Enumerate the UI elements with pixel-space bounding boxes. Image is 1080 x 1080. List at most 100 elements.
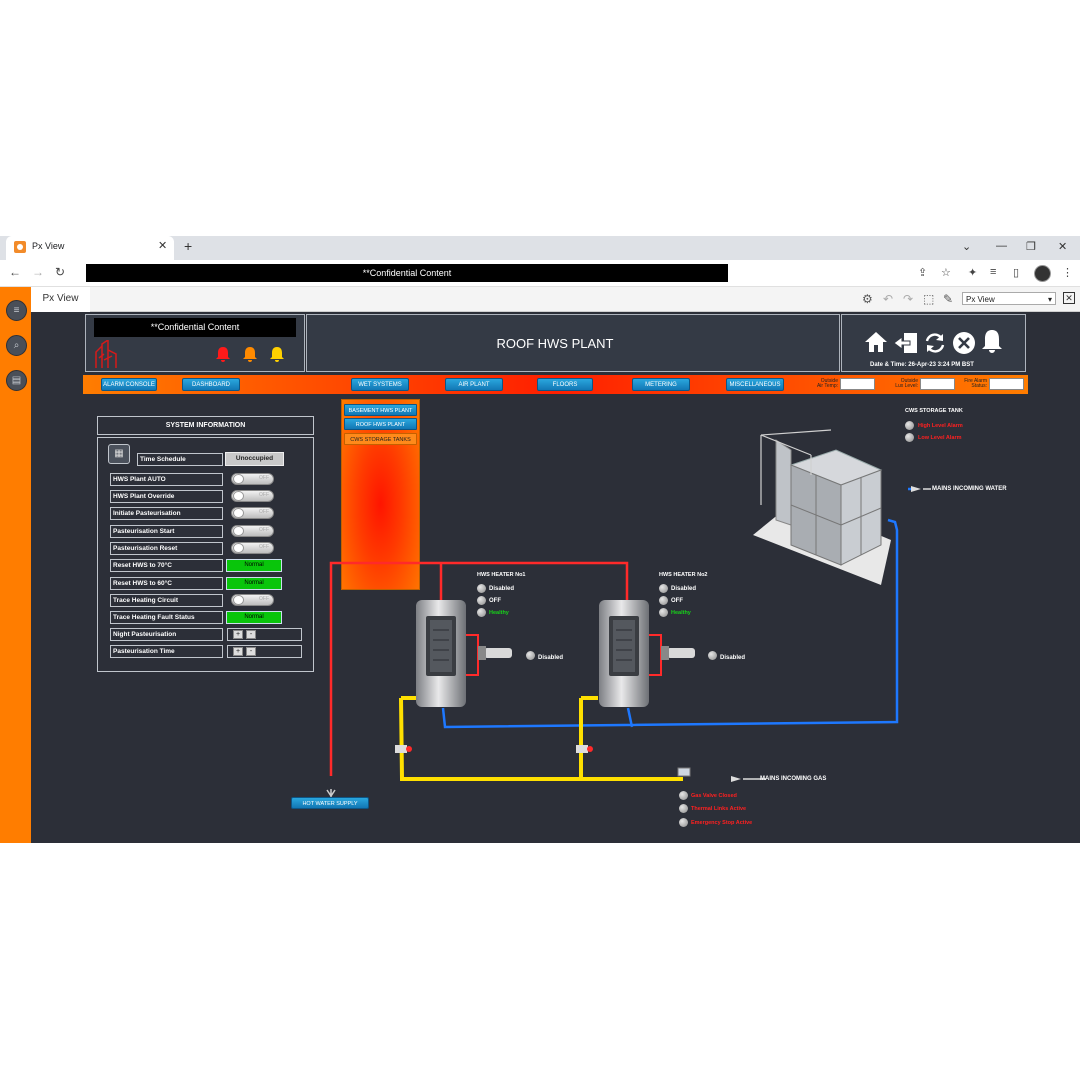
minimize-icon[interactable]: —	[996, 240, 1007, 252]
heater-2-off-led	[659, 596, 668, 605]
forward-icon[interactable]: →	[32, 265, 44, 279]
pasteurisation-time-stepper[interactable]: + -	[227, 645, 302, 658]
view-select[interactable]: Px View	[962, 292, 1056, 306]
system-information-header: SYSTEM INFORMATION	[97, 416, 314, 435]
browser-tab[interactable]: Px View ✕	[6, 236, 174, 260]
low-level-led	[905, 433, 914, 442]
row-label: Trace Heating Circuit	[110, 594, 223, 607]
calendar-icon[interactable]: ▦	[108, 444, 130, 464]
toggle-state: OFF	[259, 509, 269, 515]
notification-bell-icon[interactable]	[980, 329, 1004, 355]
increment-button[interactable]: +	[233, 630, 243, 639]
gear-icon[interactable]: ⚙	[862, 292, 873, 306]
row-label: Reset HWS to 60°C	[110, 577, 223, 590]
info-alarm-bell-icon[interactable]	[269, 346, 285, 362]
extensions-icon[interactable]: ✦	[968, 267, 978, 279]
address-bar[interactable]: **Confidential Content	[86, 264, 728, 282]
critical-alarm-bell-icon[interactable]	[215, 346, 231, 362]
decrement-button[interactable]: -	[246, 630, 256, 639]
nav-dashboard-button[interactable]: DASHBOARD	[182, 378, 240, 391]
heater-2-title: HWS HEATER No2	[659, 572, 708, 578]
high-level-led	[905, 421, 914, 430]
close-view-icon[interactable]: ✕	[1063, 292, 1075, 304]
share-icon[interactable]: ⇪	[918, 267, 928, 279]
increment-button[interactable]: +	[233, 647, 243, 656]
close-tab-icon[interactable]: ✕	[158, 240, 168, 252]
home-icon[interactable]	[864, 331, 888, 353]
browser-tab-title: Px View	[32, 241, 65, 251]
pasteurisation-reset-toggle[interactable]: OFF	[231, 542, 274, 554]
mains-gas-label: MAINS INCOMING GAS	[760, 776, 827, 782]
edit-page-icon[interactable]: ✎	[943, 292, 954, 306]
night-pasteurisation-stepper[interactable]: + -	[227, 628, 302, 641]
undo-icon[interactable]: ↶	[883, 292, 894, 306]
nav-floors-button[interactable]: FLOORS	[537, 378, 593, 391]
menu-item-roof-hws-plant[interactable]: ROOF HWS PLANT	[344, 418, 417, 430]
gas-pipe	[399, 696, 683, 781]
pump-2-led	[708, 651, 717, 660]
menu-item-cws-storage-tanks[interactable]: CWS STORAGE TANKS	[344, 433, 417, 445]
heater-2-state: Healthy	[671, 610, 691, 616]
profile-avatar[interactable]	[1034, 265, 1051, 282]
pasteurisation-start-toggle[interactable]: OFF	[231, 525, 274, 537]
trace-heating-circuit-toggle[interactable]: OFF	[231, 594, 274, 606]
heater-2-state: Disabled	[671, 586, 697, 592]
nav-air-plant-button[interactable]: AIR PLANT	[445, 378, 503, 391]
tab-search-chevron-icon[interactable]: ⌄	[962, 241, 972, 253]
browser-menu-icon[interactable]: ⋮	[1062, 267, 1073, 279]
emergency-stop-led	[679, 818, 688, 827]
reload-icon[interactable]: ↻	[55, 265, 66, 279]
redo-icon[interactable]: ↷	[903, 292, 914, 306]
heater-1-state: Disabled	[489, 586, 515, 592]
logout-icon[interactable]	[893, 332, 919, 354]
fire-alarm-value	[989, 378, 1024, 390]
close-circle-icon[interactable]	[952, 331, 976, 355]
nav-metering-button[interactable]: METERING	[632, 378, 690, 391]
hws-plant-auto-toggle[interactable]: OFF	[231, 473, 274, 485]
history-icon[interactable]: ▤	[6, 370, 27, 391]
nav-alarm-console-button[interactable]: ALARM CONSOLE	[101, 378, 157, 391]
warning-alarm-bell-icon[interactable]	[242, 346, 258, 362]
status-badge: Normal	[226, 611, 282, 624]
pump-2-state: Disabled	[720, 655, 746, 661]
back-icon[interactable]: ←	[9, 265, 21, 279]
gas-alarm-label: Emergency Stop Active	[691, 820, 753, 826]
select-area-icon[interactable]: ⬚	[923, 292, 935, 306]
side-panel-icon[interactable]: ▯	[1013, 267, 1020, 279]
row-label: Pasteurisation Reset	[110, 542, 223, 555]
row-label: HWS Plant AUTO	[110, 473, 223, 486]
status-badge: Normal	[226, 577, 282, 590]
bookmark-star-icon[interactable]: ☆	[941, 267, 951, 279]
media-queue-icon[interactable]: ≡	[990, 266, 997, 278]
thermal-links-led	[679, 804, 688, 813]
app-toolbar	[90, 287, 1080, 312]
app-tab[interactable]: Px View	[31, 287, 91, 311]
toggle-state: OFF	[259, 527, 269, 533]
gas-meter	[677, 767, 691, 777]
nav-miscellaneous-button[interactable]: MISCELLANEOUS	[726, 378, 784, 391]
initiate-pasteurisation-toggle[interactable]: OFF	[231, 507, 274, 519]
menu-icon[interactable]: ≡	[6, 300, 27, 321]
menu-item-basement-hws-plant[interactable]: BASEMENT HWS PLANT	[344, 404, 417, 416]
row-label: Trace Heating Fault Status	[110, 611, 223, 624]
maximize-icon[interactable]: ❐	[1026, 241, 1036, 253]
gas-valve-2	[576, 745, 593, 753]
heater-2-state: OFF	[671, 598, 683, 604]
gas-valve-1	[395, 745, 412, 753]
search-icon[interactable]: ⌕	[6, 335, 27, 356]
heater-1-off-led	[477, 596, 486, 605]
page-title: ROOF HWS PLANT	[496, 336, 614, 351]
hot-water-supply-button[interactable]: HOT WATER SUPPLY	[291, 797, 369, 809]
decrement-button[interactable]: -	[246, 647, 256, 656]
refresh-icon[interactable]	[923, 332, 947, 354]
wet-systems-dropdown	[341, 399, 420, 590]
row-label: Pasteurisation Start	[110, 525, 223, 538]
nav-wet-systems-button[interactable]: WET SYSTEMS	[351, 378, 409, 391]
outside-air-temp-value	[840, 378, 875, 390]
heater-2-healthy-led	[659, 608, 668, 617]
cws-storage-tank-graphic	[753, 429, 891, 585]
window-close-icon[interactable]: ✕	[1058, 241, 1068, 253]
new-tab-icon[interactable]: +	[184, 238, 193, 254]
hot-water-pipe	[329, 561, 629, 776]
hws-plant-override-toggle[interactable]: OFF	[231, 490, 274, 502]
